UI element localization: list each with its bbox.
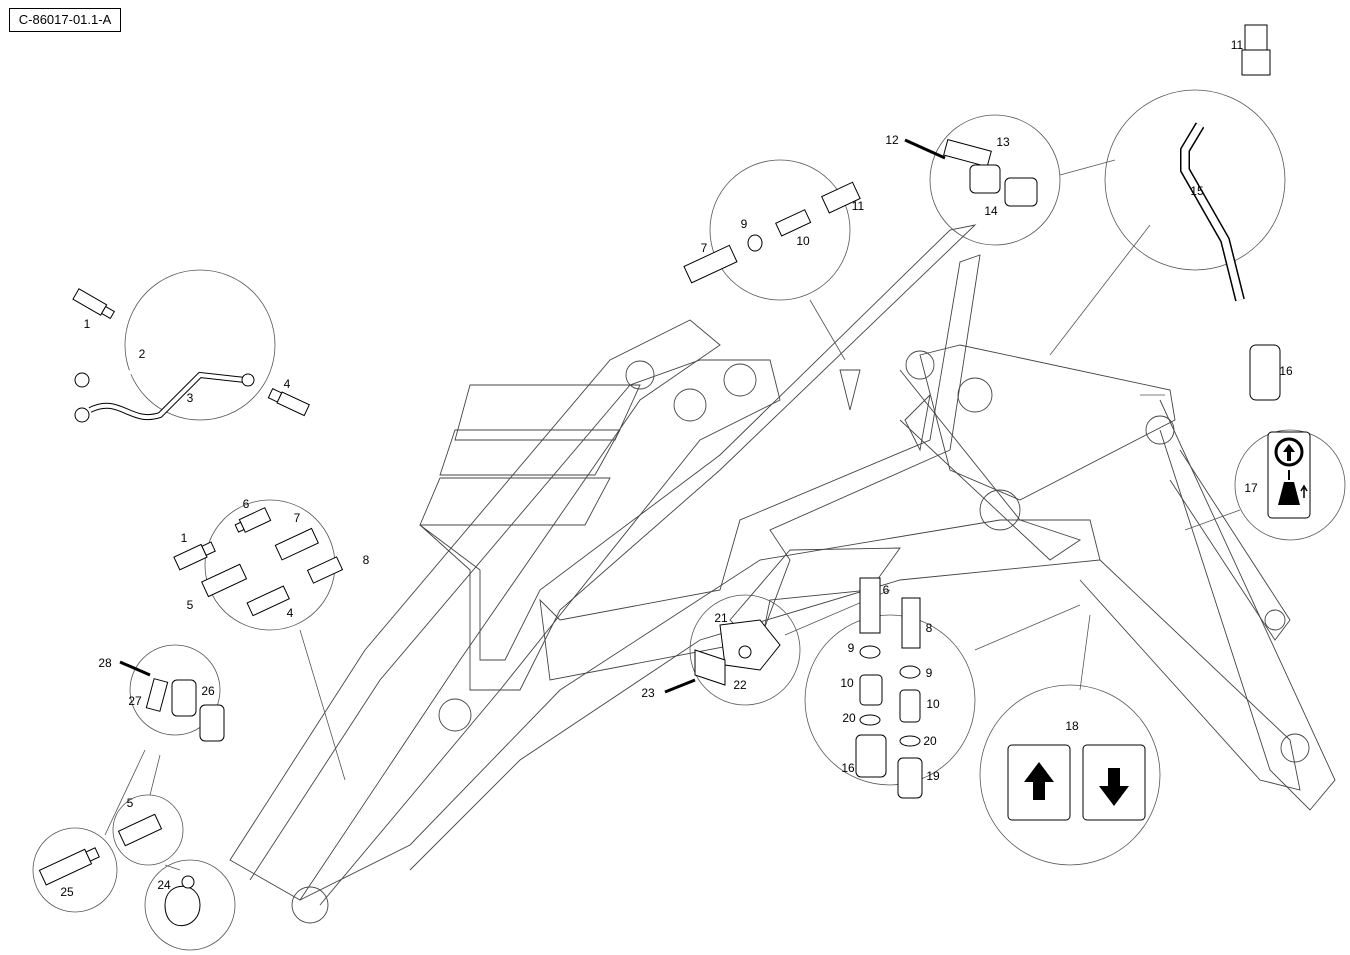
leader-lines <box>104 159 1241 871</box>
callout-23: 23 <box>641 686 655 700</box>
callout-14: 14 <box>984 204 998 218</box>
decal-17 <box>1267 431 1311 519</box>
callout-3: 3 <box>187 391 194 405</box>
callout-1: 1 <box>181 531 188 545</box>
callout-22: 22 <box>733 678 747 692</box>
callout-11: 11 <box>1231 38 1244 52</box>
callout-5: 5 <box>127 796 134 810</box>
detail-group-clamps-top <box>904 138 1038 207</box>
drawing-code: C-86017-01.1-A <box>9 8 121 32</box>
callout-5: 5 <box>187 598 194 612</box>
callout-9: 9 <box>926 666 933 680</box>
detail-group-fittings-left <box>173 507 344 617</box>
callout-9: 9 <box>848 641 855 655</box>
fitting-1 <box>72 288 116 320</box>
callout-7: 7 <box>701 241 708 255</box>
callout-13: 13 <box>996 135 1010 149</box>
up-arrow-icon <box>1024 762 1054 800</box>
callout-10: 10 <box>796 234 810 248</box>
callout-27: 27 <box>128 694 142 708</box>
callout-19: 19 <box>926 769 940 783</box>
callout-1: 1 <box>84 317 91 331</box>
callout-8: 8 <box>363 553 370 567</box>
callout-18: 18 <box>1065 719 1079 733</box>
callout-16: 16 <box>1279 364 1293 378</box>
down-arrow-icon <box>1099 768 1129 806</box>
callout-10: 10 <box>840 676 854 690</box>
fitting-4 <box>267 388 310 417</box>
detail-group-pipe-right <box>1180 24 1281 401</box>
detail-group-adaptors-top <box>683 181 861 284</box>
detail-group-bracket <box>664 619 781 694</box>
detail-group-clamps-left <box>38 660 225 927</box>
callout-26: 26 <box>201 684 215 698</box>
boom-hose-routing-outline <box>419 224 981 691</box>
callout-2: 2 <box>139 347 146 361</box>
callout-10: 10 <box>926 697 940 711</box>
callout-17: 17 <box>1244 481 1258 495</box>
callout-24: 24 <box>157 878 171 892</box>
detail-group-couplers <box>855 577 923 799</box>
detail-circles <box>32 89 1346 951</box>
callout-20: 20 <box>842 711 856 725</box>
callout-4: 4 <box>287 606 294 620</box>
callout-20: 20 <box>923 734 937 748</box>
callout-21: 21 <box>714 611 728 625</box>
callout-8: 8 <box>926 621 933 635</box>
decal-18 <box>1007 744 1146 821</box>
callout-25: 25 <box>60 885 74 899</box>
callout-6: 6 <box>883 583 890 597</box>
callout-6: 6 <box>243 497 250 511</box>
detail-group-hoses-left <box>72 288 310 423</box>
callout-15: 15 <box>1190 184 1204 198</box>
callout-16: 16 <box>841 761 855 775</box>
callout-7: 7 <box>294 511 301 525</box>
callout-9: 9 <box>741 217 748 231</box>
callout-28: 28 <box>98 656 112 670</box>
boom-assembly <box>229 319 1336 924</box>
callout-4: 4 <box>284 377 291 391</box>
callout-11: 11 <box>852 199 865 213</box>
callout-12: 12 <box>885 133 899 147</box>
operator-lever-icon <box>1278 482 1300 505</box>
